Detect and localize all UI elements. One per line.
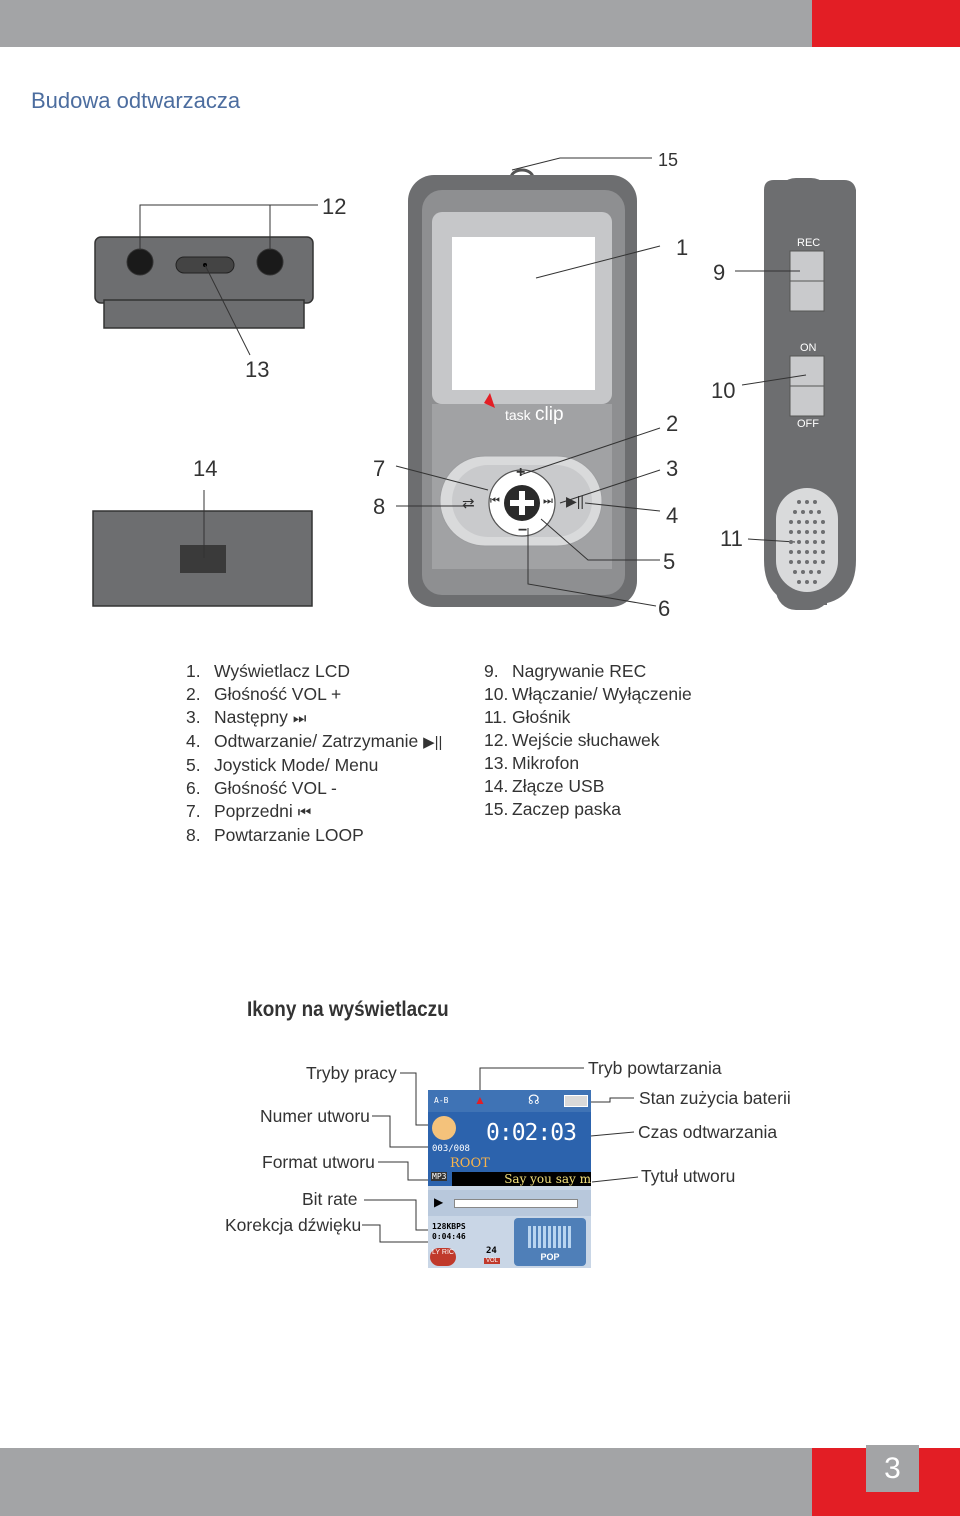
label-title: Tytuł utworu (641, 1166, 736, 1186)
list-item: 12.Wejście słuchawek (484, 730, 660, 750)
volume-label: VOL (484, 1258, 501, 1264)
list-item: 13.Mikrofon (484, 753, 580, 773)
front-view (408, 168, 637, 607)
list-item: 7.Poprzedni ⏮ (186, 800, 312, 821)
icons-section-title: Ikony na wyświetlaczu (247, 998, 449, 1021)
parts-list-right: 9.Nagrywanie REC 10.Włączanie/ Wyłączeni… (484, 660, 692, 821)
label-time: Czas odtwarzania (638, 1122, 778, 1142)
callout-15: 15 (658, 150, 679, 170)
lcd-status-bar: A-B ▲ ☊ (428, 1090, 591, 1112)
lcd-info: 128KBPS 0:04:46 LY RIC 24 VOL (428, 1220, 508, 1268)
play-time: 0:02:03 (486, 1120, 577, 1146)
list-item: 2.Głośność VOL + (186, 684, 342, 704)
bottom-bar (0, 1448, 960, 1516)
rec-label: REC (797, 237, 821, 249)
callout-1: 1 (676, 235, 689, 260)
callout-11: 11 (720, 526, 743, 551)
eq-panel: POP (514, 1218, 586, 1266)
side-view (764, 178, 856, 610)
list-item: 4.Odtwarzanie/ Zatrzymanie ▶|| (186, 730, 443, 751)
label-battery: Stan zużycia baterii (639, 1088, 791, 1108)
vol-minus-icon: − (518, 522, 528, 539)
callout-7: 7 (373, 456, 386, 481)
callout-6: 6 (658, 596, 671, 621)
icons-leader-lines (362, 1067, 639, 1243)
label-repeat: Tryb powtarzania (588, 1058, 722, 1078)
total-time: 0:04:46 (432, 1232, 466, 1241)
file-format: MP3 (431, 1172, 448, 1181)
list-item: 5.Joystick Mode/ Menu (186, 754, 379, 775)
record-mode-icon: ▲ (474, 1093, 486, 1107)
top-bar-accent (812, 0, 960, 47)
bitrate: 128KBPS (432, 1222, 466, 1231)
callout-10: 10 (711, 378, 736, 403)
eq-bars (528, 1226, 572, 1248)
callout-4: 4 (666, 503, 679, 528)
prev-icon: ⏮ (490, 495, 500, 507)
label-modes: Tryby pracy (306, 1063, 397, 1083)
label-bitrate: Bit rate (302, 1189, 358, 1209)
section-title: Budowa odtwarzacza (31, 88, 241, 113)
list-item: 1.Wyświetlacz LCD (186, 661, 350, 681)
device-diagram (92, 157, 856, 610)
list-item: 14.Złącze USB (484, 776, 605, 796)
battery-icon (564, 1095, 588, 1107)
mode-icon (432, 1116, 456, 1140)
page-number: 3 (866, 1445, 919, 1492)
track-number: 003/008 (432, 1144, 470, 1154)
prev-icon: ⏮ (297, 803, 312, 821)
callout-14: 14 (193, 456, 218, 481)
repeat-mode: A-B (434, 1096, 449, 1105)
brand-logo: clip (535, 404, 564, 425)
folder-name: ROOT (450, 1156, 490, 1171)
speaker-grille (776, 488, 838, 592)
song-title: Say you say m (452, 1172, 591, 1186)
list-item: 11.Głośnik (484, 707, 571, 727)
progress-bar (454, 1199, 578, 1208)
leader-lines (139, 157, 807, 607)
list-item: 3.Następny ⏭ (186, 707, 307, 727)
list-item: 9.Nagrywanie REC (484, 661, 647, 681)
label-format: Format utworu (262, 1152, 375, 1172)
parts-list-left: 1.Wyświetlacz LCD 2.Głośność VOL + 3.Nas… (186, 660, 442, 847)
on-label: ON (800, 342, 817, 354)
off-label: OFF (797, 418, 819, 430)
headphone-icon: ☊ (528, 1092, 540, 1107)
list-item: 10.Włączanie/ Wyłączenie (484, 684, 692, 704)
loop-icon: ⇄ (462, 495, 475, 512)
vol-plus-icon: + (516, 464, 526, 481)
volume-level: 24 (486, 1246, 497, 1256)
callout-8: 8 (373, 494, 386, 519)
next-icon: ⏭ (292, 709, 307, 727)
callout-3: 3 (666, 456, 679, 481)
list-item: 15.Zaczep paska (484, 799, 621, 819)
play-pause-icon: ▶|| (566, 493, 585, 509)
usb-view (92, 510, 313, 607)
top-view (94, 236, 314, 329)
top-bar (0, 0, 960, 47)
label-eq: Korekcja dźwięku (225, 1215, 362, 1235)
lcd-progress-area: ▶ (428, 1190, 591, 1216)
callout-12: 12 (322, 194, 347, 219)
lcd-screen: A-B ▲ ☊ 0:02:03 003/008 ROOT MP3 Say you… (428, 1090, 591, 1268)
brand-prefix: task (505, 407, 531, 423)
callout-2: 2 (666, 411, 679, 436)
list-item: 6.Głośność VOL - (186, 777, 337, 798)
callout-13: 13 (245, 357, 270, 382)
list-item: 8.Powtarzanie LOOP (186, 824, 364, 845)
play-icon: ▶ (434, 1195, 444, 1209)
label-track-number: Numer utworu (260, 1106, 370, 1126)
lcd-main: 0:02:03 003/008 ROOT MP3 Say you say m (428, 1112, 591, 1186)
callout-5: 5 (663, 549, 676, 574)
lyric-badge: LY RIC (430, 1248, 456, 1266)
callout-9: 9 (713, 260, 726, 285)
eq-preset: POP (540, 1252, 560, 1262)
next-icon: ⏭ (543, 495, 553, 507)
play-pause-icon: ▶|| (423, 733, 443, 751)
